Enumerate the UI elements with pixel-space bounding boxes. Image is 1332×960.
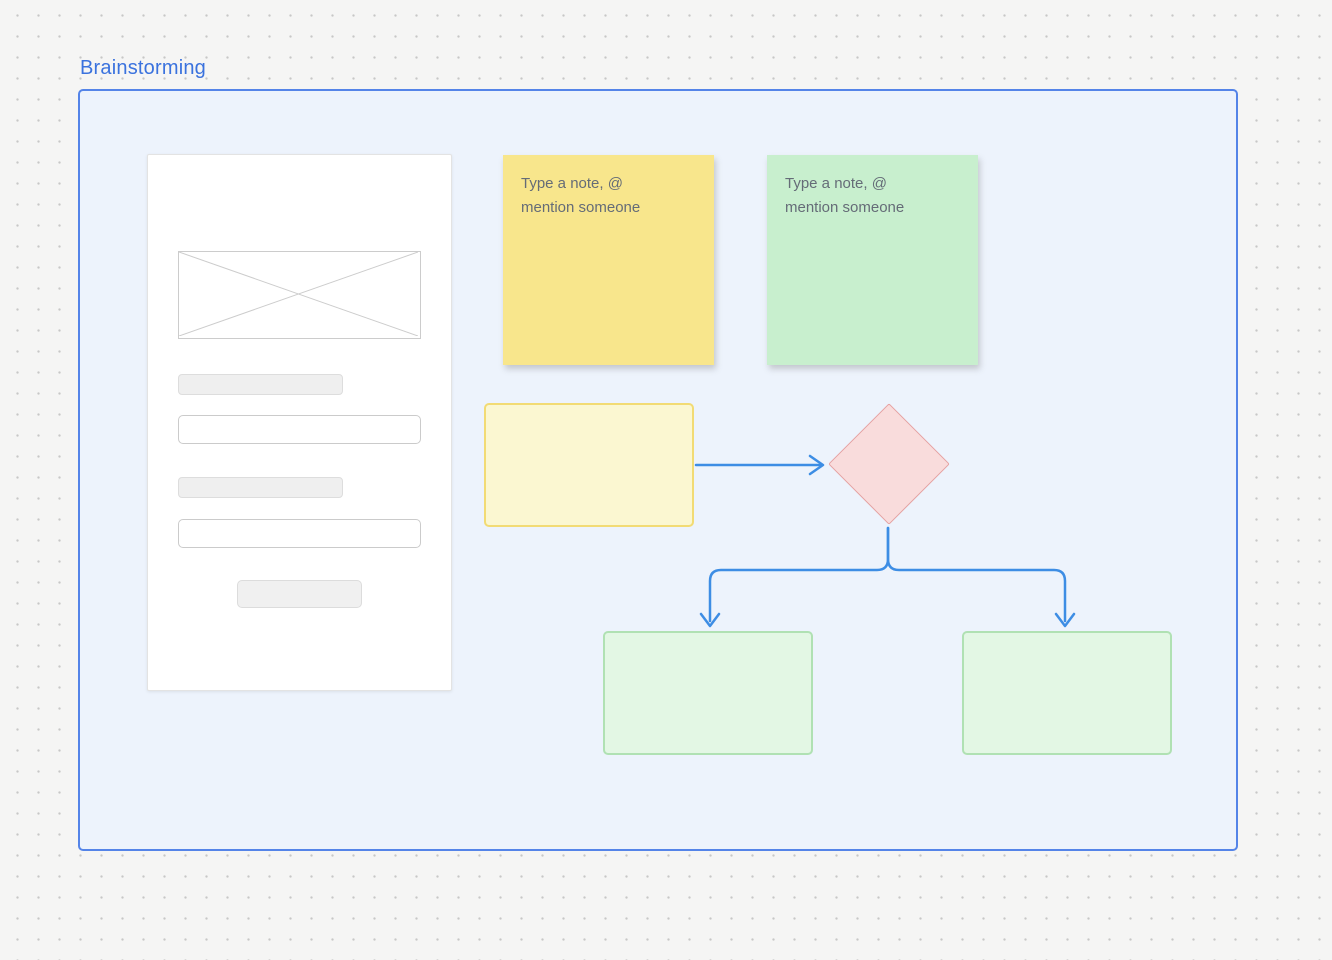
button-placeholder[interactable] bbox=[237, 580, 362, 608]
text-input-placeholder[interactable] bbox=[178, 519, 421, 548]
image-x-icon bbox=[179, 252, 418, 336]
sticky-note-text[interactable]: Type a note, @ mention someone bbox=[785, 175, 905, 216]
flowchart-outcome-box-right[interactable] bbox=[962, 631, 1172, 755]
image-placeholder-icon[interactable] bbox=[178, 251, 421, 339]
text-input-placeholder[interactable] bbox=[178, 415, 421, 444]
flowchart-process-box[interactable] bbox=[484, 403, 694, 527]
wireframe-card[interactable] bbox=[147, 154, 452, 691]
flowchart-outcome-box-left[interactable] bbox=[603, 631, 813, 755]
frame-title[interactable]: Brainstorming bbox=[80, 57, 206, 79]
label-bar-placeholder[interactable] bbox=[178, 477, 343, 498]
sticky-note-yellow[interactable]: Type a note, @ mention someone bbox=[503, 155, 714, 365]
label-bar-placeholder[interactable] bbox=[178, 374, 343, 395]
sticky-note-green[interactable]: Type a note, @ mention someone bbox=[767, 155, 978, 365]
sticky-note-text[interactable]: Type a note, @ mention someone bbox=[521, 175, 641, 216]
